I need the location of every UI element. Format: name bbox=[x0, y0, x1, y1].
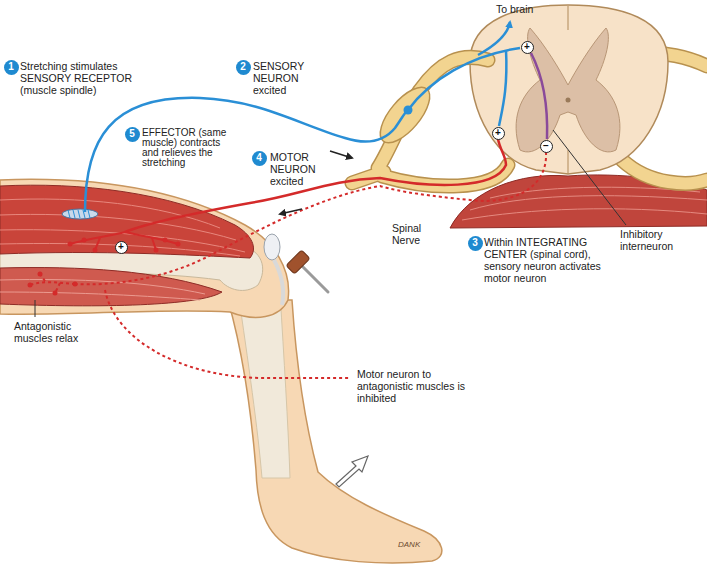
sign-symbol: + bbox=[115, 241, 128, 254]
end-plate bbox=[154, 248, 159, 253]
central-canal bbox=[566, 98, 571, 103]
note-text: Motor neuron to antagonistic muscles is … bbox=[357, 368, 469, 404]
thigh bbox=[0, 179, 289, 317]
end-plate bbox=[176, 242, 181, 247]
end-plate bbox=[68, 242, 73, 247]
end-plate bbox=[28, 283, 33, 288]
step-text: SENSORY NEURON excited bbox=[253, 60, 323, 96]
patella bbox=[264, 234, 280, 260]
hammer-handle bbox=[302, 266, 328, 292]
dotted-leader bbox=[105, 290, 350, 378]
muscle-spindle bbox=[62, 209, 98, 219]
callout-digit: 3 bbox=[472, 238, 478, 248]
end-plate bbox=[82, 238, 87, 243]
muscle-fiber bbox=[0, 199, 245, 256]
sign-glyph: + bbox=[524, 42, 530, 52]
callout-digit: 2 bbox=[240, 62, 246, 72]
end-plate bbox=[93, 248, 98, 253]
callout-number: 4 bbox=[252, 151, 267, 166]
motion-arrow bbox=[336, 456, 368, 487]
hammer-head bbox=[286, 250, 310, 274]
inhibited-terminals bbox=[30, 274, 75, 293]
sign-glyph: + bbox=[495, 128, 501, 138]
tibia bbox=[238, 292, 290, 478]
callout-digit: 4 bbox=[256, 153, 262, 163]
step-text: MOTOR NEURON excited bbox=[270, 151, 340, 187]
step-text: Stretching stimulates SENSORY RECEPTOR (… bbox=[20, 60, 140, 96]
sensory-cell-body bbox=[404, 106, 413, 115]
hamstring-muscle bbox=[0, 268, 222, 306]
callout-number: 5 bbox=[125, 127, 140, 142]
muscle-fiber bbox=[0, 280, 205, 300]
inhibited-terminal-dots bbox=[28, 272, 78, 296]
part-label: Inhibitory interneuron bbox=[620, 228, 692, 252]
sign-glyph: − bbox=[543, 141, 549, 151]
muscle-fiber bbox=[462, 187, 707, 220]
signature: DANK bbox=[398, 540, 438, 549]
nerve-root-outline bbox=[352, 57, 508, 186]
callout-number: 3 bbox=[468, 236, 483, 251]
leader-line bbox=[553, 130, 626, 225]
end-plate bbox=[53, 291, 58, 296]
direction-label: To brain bbox=[496, 3, 558, 15]
sensory-neuron bbox=[85, 48, 520, 212]
end-plate bbox=[73, 282, 78, 287]
end-plate bbox=[38, 272, 43, 277]
end-plate-dots bbox=[68, 238, 181, 253]
spindle-coil bbox=[68, 210, 90, 218]
leader-line bbox=[35, 300, 36, 317]
callout-number: 1 bbox=[4, 60, 19, 75]
direction-arrow bbox=[280, 209, 302, 214]
sign-glyph: + bbox=[118, 242, 124, 252]
gray-matter bbox=[516, 28, 620, 152]
quadriceps-muscle bbox=[0, 185, 254, 258]
part-label: Spinal Nerve bbox=[392, 222, 442, 246]
end-plate bbox=[163, 238, 168, 243]
callout-digit: 5 bbox=[129, 129, 135, 139]
step-text: Within INTEGRATING CENTER (spinal cord),… bbox=[484, 236, 619, 284]
step-text: EFFECTOR (same muscle) contracts and rel… bbox=[142, 128, 232, 168]
sensory-branch bbox=[499, 50, 506, 126]
nerve-root bbox=[352, 57, 508, 186]
direction-arrow bbox=[330, 151, 352, 158]
callout-number: 2 bbox=[236, 60, 251, 75]
callout-digit: 1 bbox=[8, 62, 14, 72]
patellar-tendon bbox=[274, 260, 283, 305]
inhibitory-interneuron bbox=[531, 53, 547, 139]
note-text: Antagonistic muscles relax bbox=[14, 320, 104, 344]
sign-symbol: + bbox=[521, 41, 534, 54]
sign-symbol: − bbox=[540, 140, 553, 153]
inhibited-motor-neuron bbox=[75, 152, 546, 284]
sign-symbol: + bbox=[492, 127, 505, 140]
